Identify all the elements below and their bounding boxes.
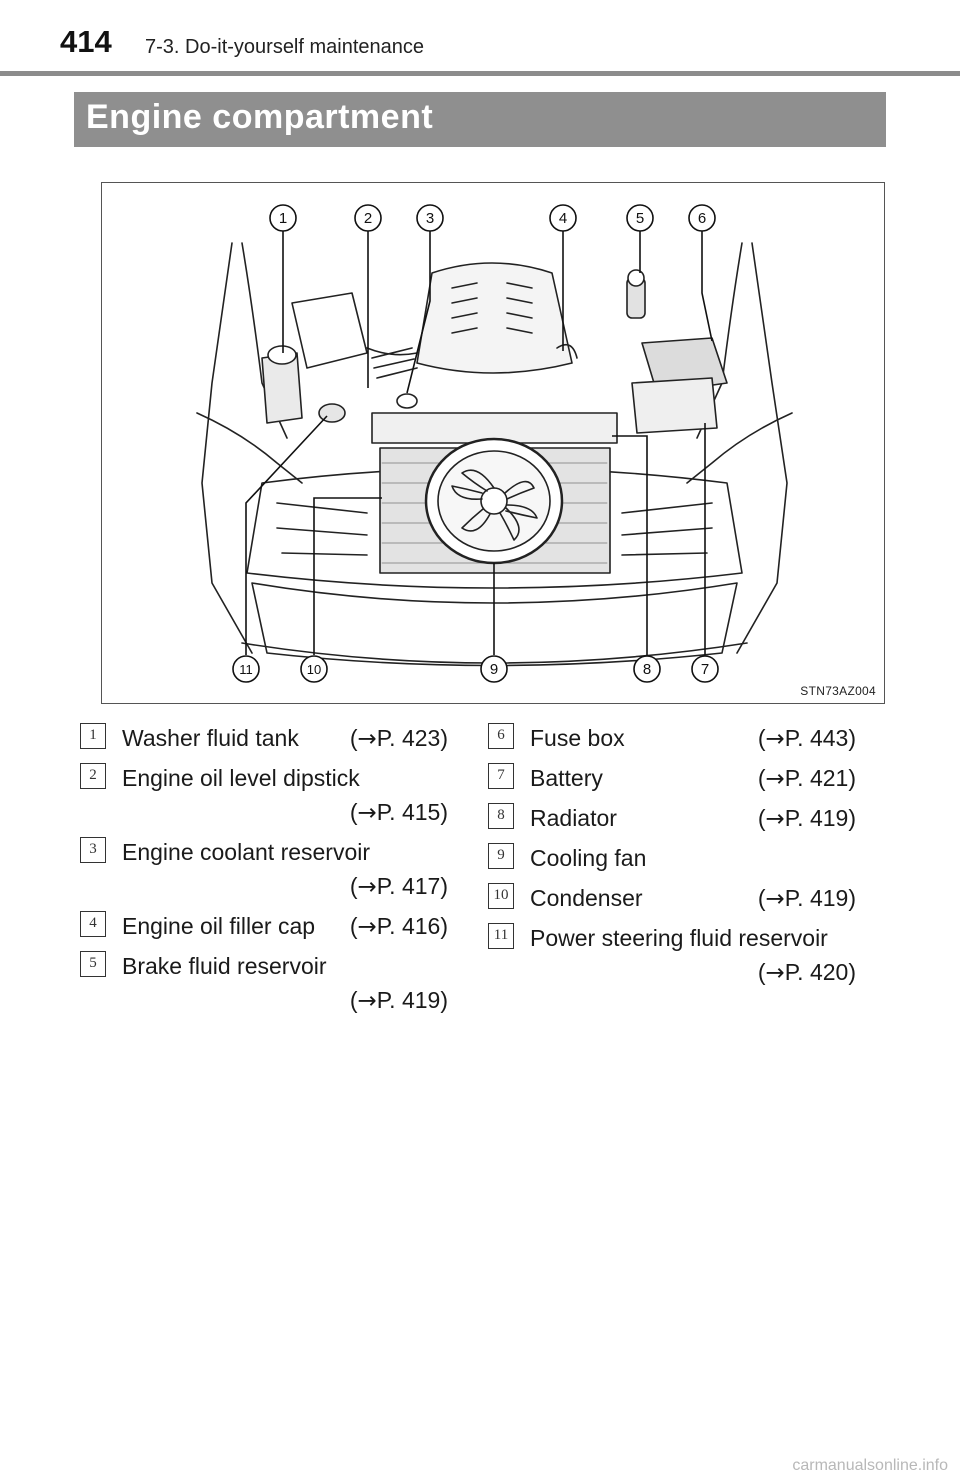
callout-11 — [232, 655, 260, 683]
legend-item: 6 Fuse box (→P. 443) — [488, 718, 868, 758]
legend-item: 3 Engine coolant reservoir (→P. 417) — [80, 832, 460, 906]
arrow-right-icon: → — [765, 766, 785, 792]
engine-illustration: 1 2 3 4 5 6 11 10 9 8 7 — [196, 204, 793, 683]
legend-label: Brake fluid reservoir — [122, 953, 327, 979]
callout-label-8: 8 — [643, 661, 651, 678]
callout-5 — [626, 204, 654, 232]
section-title: Engine compartment — [86, 98, 434, 136]
legend-number-badge: 8 — [488, 803, 514, 829]
legend-item: 11 Power steering fluid reservoir (→P. 4… — [488, 918, 868, 992]
arrow-right-icon: → — [765, 886, 785, 912]
legend-item: 8 Radiator (→P. 419) — [488, 798, 868, 838]
legend-number-badge: 7 — [488, 763, 514, 789]
page-header: 414 7-3. Do-it-yourself maintenance — [0, 0, 960, 76]
page-number: 414 — [60, 24, 112, 59]
figure-code: STN73AZ004 — [800, 684, 876, 698]
callout-label-9: 9 — [490, 661, 498, 678]
page-reference: (→P. 419) — [757, 885, 856, 912]
legend-number-badge: 6 — [488, 723, 514, 749]
legend-label: Engine coolant reservoir — [122, 839, 371, 865]
legend-item: 9 Cooling fan — [488, 838, 868, 878]
page-reference: (→P. 417) — [349, 873, 448, 900]
legend-item: 4 Engine oil filler cap (→P. 416) — [80, 906, 460, 946]
callout-10 — [300, 655, 328, 683]
legend-right-column: 6 Fuse box (→P. 443) 7 Battery (→P. 421)… — [488, 718, 868, 992]
callout-7 — [691, 655, 719, 683]
page-reference: (→P. 421) — [757, 765, 856, 792]
legend-label: Condenser — [530, 885, 643, 911]
section-heading-bar: Engine compartment — [74, 92, 886, 147]
legend-item: 1 Washer fluid tank (→P. 423) — [80, 718, 460, 758]
legend-label: Radiator — [530, 805, 617, 831]
legend-number-badge: 1 — [80, 723, 106, 749]
legend-label: Cooling fan — [530, 845, 647, 871]
callout-label-5: 5 — [636, 210, 644, 227]
page-reference: (→P. 419) — [757, 805, 856, 832]
legend-number-badge: 11 — [488, 923, 514, 949]
callout-label-1: 1 — [279, 210, 287, 227]
arrow-right-icon: → — [765, 726, 785, 752]
legend-label: Battery — [530, 765, 603, 791]
callout-label-2: 2 — [364, 210, 372, 227]
legend-number-badge: 3 — [80, 837, 106, 863]
chapter-title: 7-3. Do-it-yourself maintenance — [145, 36, 425, 58]
header-divider — [0, 71, 960, 76]
callout-label-3: 3 — [426, 210, 434, 227]
arrow-right-icon: → — [765, 960, 785, 986]
callout-8 — [633, 655, 661, 683]
arrow-right-icon: → — [357, 988, 377, 1014]
legend-label: Washer fluid tank — [122, 725, 299, 751]
legend-number-badge: 2 — [80, 763, 106, 789]
callout-9 — [480, 655, 508, 683]
arrow-right-icon: → — [357, 914, 377, 940]
callout-label-7: 7 — [701, 661, 709, 678]
callout-1 — [269, 204, 297, 232]
legend-label: Engine oil filler cap — [122, 913, 316, 939]
legend-number-badge: 9 — [488, 843, 514, 869]
callout-label-11: 11 — [239, 662, 253, 677]
callout-label-4: 4 — [559, 210, 567, 227]
callout-4 — [549, 204, 577, 232]
page-reference: (→P. 415) — [349, 799, 448, 826]
arrow-right-icon: → — [765, 806, 785, 832]
callout-3 — [416, 204, 444, 232]
legend-item: 5 Brake fluid reservoir (→P. 419) — [80, 946, 460, 1020]
callout-label-10: 10 — [307, 662, 321, 677]
page-reference: (→P. 416) — [349, 913, 448, 940]
legend-label: Fuse box — [530, 725, 625, 751]
callout-2 — [354, 204, 382, 232]
legend-number-badge: 10 — [488, 883, 514, 909]
arrow-right-icon: → — [357, 800, 377, 826]
legend-label: Engine oil level dipstick — [122, 765, 360, 791]
callout-6 — [688, 204, 716, 232]
page-reference: (→P. 420) — [757, 959, 856, 986]
legend-item: 7 Battery (→P. 421) — [488, 758, 868, 798]
page-reference: (→P. 423) — [349, 725, 448, 752]
engine-compartment-figure: 1 2 3 4 5 6 11 10 9 8 7 STN73AZ004 — [101, 182, 885, 704]
legend-number-badge: 4 — [80, 911, 106, 937]
callout-label-6: 6 — [698, 210, 706, 227]
legend-item: 10 Condenser (→P. 419) — [488, 878, 868, 918]
legend-number-badge: 5 — [80, 951, 106, 977]
page-reference: (→P. 419) — [349, 987, 448, 1014]
legend-label: Power steering fluid reservoir — [530, 925, 828, 951]
arrow-right-icon: → — [357, 726, 377, 752]
legend-left-column: 1 Washer fluid tank (→P. 423) 2 Engine o… — [80, 718, 460, 1020]
legend-item: 2 Engine oil level dipstick (→P. 415) — [80, 758, 460, 832]
watermark-text: carmanualsonline.info — [792, 1457, 948, 1474]
page-reference: (→P. 443) — [757, 725, 856, 752]
arrow-right-icon: → — [357, 874, 377, 900]
